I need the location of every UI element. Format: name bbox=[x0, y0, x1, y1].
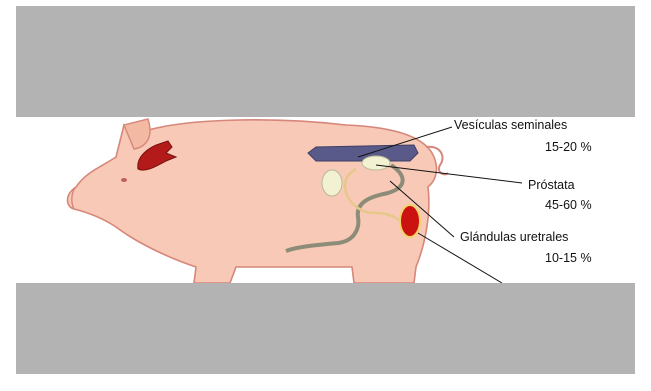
pig-eye bbox=[121, 178, 127, 182]
prostata-label: Próstata bbox=[528, 178, 575, 192]
pig-reproductive-diagram bbox=[16, 117, 635, 283]
glandulas-percent: 10-15 % bbox=[545, 251, 592, 265]
testis bbox=[400, 205, 420, 237]
seminal-vesicles bbox=[308, 145, 418, 161]
prostata-percent: 45-60 % bbox=[545, 198, 592, 212]
bottom-gray-band bbox=[16, 283, 635, 374]
pig-body bbox=[68, 120, 437, 283]
diagram-strip: Vesículas seminales 15-20 % Próstata 45-… bbox=[16, 117, 635, 283]
prostate bbox=[362, 156, 390, 170]
vesiculas-percent: 15-20 % bbox=[545, 140, 592, 154]
top-gray-band bbox=[16, 6, 635, 117]
urethral-gland bbox=[322, 170, 342, 196]
glandulas-label: Glándulas uretrales bbox=[460, 230, 568, 244]
vesiculas-label: Vesículas seminales bbox=[454, 118, 567, 132]
